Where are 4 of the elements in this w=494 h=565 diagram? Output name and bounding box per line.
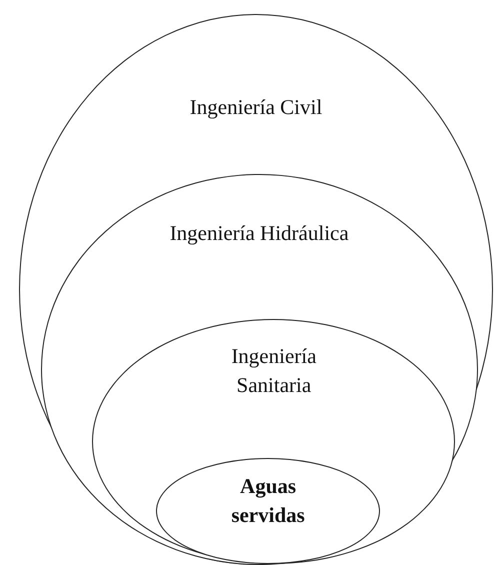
ellipse-label: Ingeniería Hidráulica bbox=[170, 220, 349, 247]
ellipse-label: Ingeniería Sanitaria bbox=[230, 343, 318, 400]
ellipse-label: Ingeniería Civil bbox=[190, 94, 322, 121]
ellipse-label: Aguas servidas bbox=[230, 473, 306, 530]
